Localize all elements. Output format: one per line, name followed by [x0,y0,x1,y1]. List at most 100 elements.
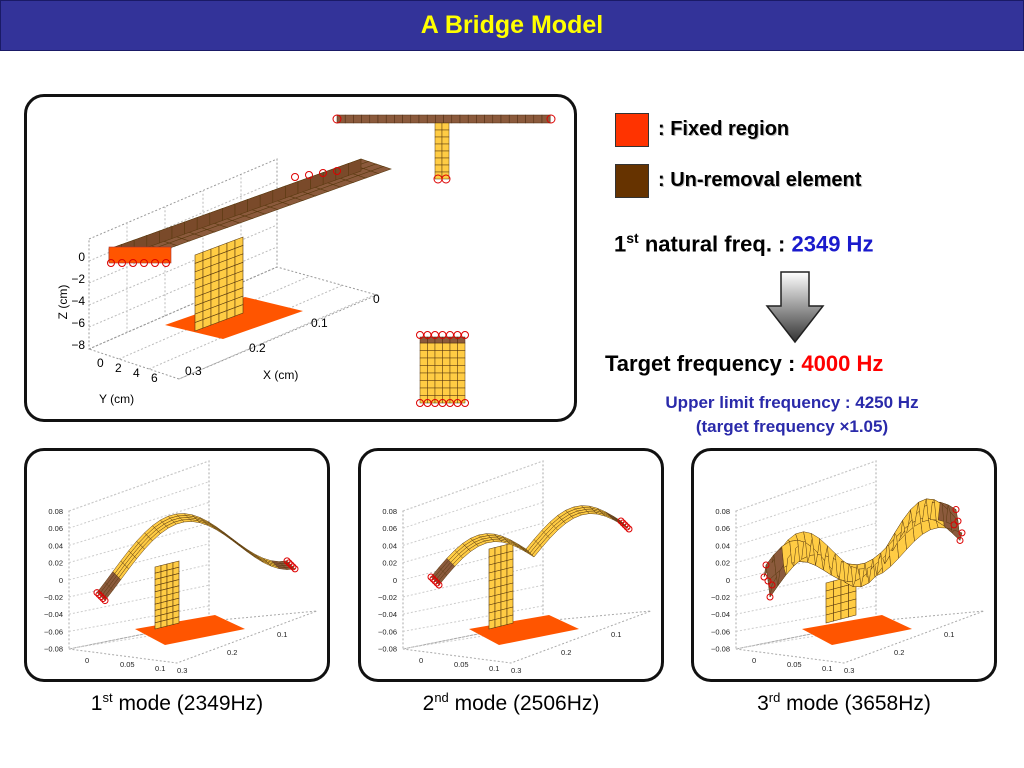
x-side-tick: 0.3 [511,666,521,675]
side-view-cell [434,380,443,389]
side-view-cell [427,387,436,396]
z-tick: 0.08 [48,507,63,516]
side-view-cell [419,380,428,389]
fixed-marker [333,167,341,175]
side-view-cell [449,365,458,374]
z-tick: 0.06 [382,524,397,533]
fixed-marker [617,517,625,525]
pillar-cell [848,606,857,618]
grid-line [68,564,210,598]
mode-3-text: mode (3658Hz) [780,692,931,715]
fixed-marker [332,114,342,124]
natural-frequency-number: 1 [614,231,627,257]
top-view-deck-cell [508,114,518,124]
fixed-marker [319,169,327,177]
y-tick-2: 4 [133,366,140,380]
z-tick: −0.08 [711,645,730,654]
z-tick: −0.02 [44,593,63,602]
pillar-cell [500,616,508,627]
pillar-cell [488,619,496,630]
side-view-cell [419,365,428,374]
fixed-marker [97,593,105,601]
side-view-deck-cell [457,336,466,344]
top-view-pillar-cell [434,129,443,138]
side-view-cell [434,387,443,396]
x-side-tick: 0.1 [277,630,287,639]
down-arrow-icon [765,271,825,344]
fixed-marker [283,557,291,565]
top-view-deck-cell [369,114,379,124]
top-view-deck-cell [517,114,526,124]
legend-swatch-unremoval [615,164,649,198]
x-front-tick: 0.1 [822,664,832,673]
fixed-marker [435,581,443,589]
natural-frequency-sup: st [626,230,639,246]
side-view-cell [434,357,443,366]
legend-swatch-fixed [615,113,649,147]
fixed-base [469,615,579,645]
fixed-marker [760,573,768,581]
fixed-marker [762,561,770,569]
fixed-marker [99,595,107,603]
side-view-cell [457,350,466,359]
top-view-deck-cell [484,114,494,124]
top-view-deck-cell [344,114,354,124]
top-view-deck-cell [525,114,535,124]
mode-1-sup: st [102,690,113,705]
deck-cell [369,166,392,174]
top-view-pillar-cell [441,157,450,166]
side-view-cell [419,342,428,351]
top-view-deck-cell [476,114,485,124]
x-front-tick: 0.05 [120,660,135,669]
fixed-marker [291,173,299,181]
y-tick-1: 2 [115,361,122,375]
top-view-pillar-cell [441,150,450,159]
x-front-tick: 0 [85,656,89,665]
side-view-cell [449,357,458,366]
x-side-tick: 0.1 [944,630,954,639]
grid-floor-plane [68,610,318,664]
x-front-tick: 0.1 [155,664,165,673]
grid-line [68,481,210,529]
z-tick: −0.08 [44,645,63,654]
top-view-deck-cell [426,114,436,124]
legend-label-unremoval: : Un-removal element [658,169,862,191]
pillar-cell [840,608,849,620]
fixed-marker [291,565,299,573]
mode-3-caption: 3rd mode (3658Hz) [694,690,994,716]
side-view-cell [457,342,466,351]
pillar-cell [494,617,502,628]
top-view-deck-cell [394,114,403,124]
z-tick: 0.08 [715,507,730,516]
top-view-deck-cell [385,114,395,124]
mode-3-sup: rd [768,690,781,705]
z-tick: 0.04 [48,541,63,550]
z-tick-1: −2 [71,272,85,286]
grid-floor-plane [735,610,985,664]
fixed-marker [429,575,437,583]
side-view-cell [427,372,436,381]
page-title: A Bridge Model [0,0,1024,51]
top-view-pillar-cell [434,150,443,159]
z-tick: −0.06 [44,627,63,636]
top-view-deck-cell [353,114,362,124]
y-tick-0: 0 [97,356,104,370]
pillar-cell [234,304,244,317]
top-view-deck-cell [410,114,420,124]
mode-1-caption: 1st mode (2349Hz) [27,690,327,716]
grid-line [402,481,544,529]
z-tick: 0.02 [382,559,397,568]
grid-line [68,501,210,546]
side-view-cell [457,357,466,366]
x-side-tick: 0.1 [611,630,621,639]
z-tick-2: −4 [71,294,85,308]
top-view-pillar-cell [434,164,443,173]
fixed-marker [768,581,776,589]
upper-limit-line-2: (target frequency ×1.05) [695,417,889,436]
side-view-cell [427,357,436,366]
x-side-tick: 0.3 [177,666,187,675]
